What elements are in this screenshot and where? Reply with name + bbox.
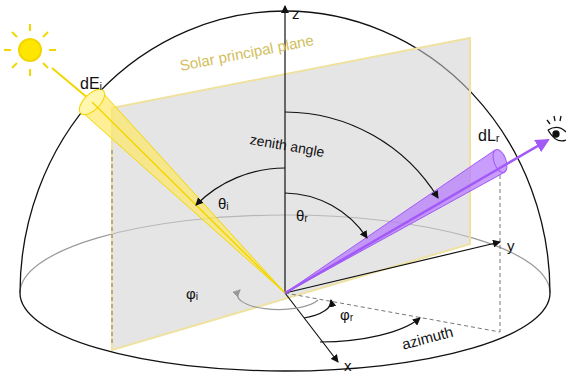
- angle-symbol: θᵢ: [218, 196, 229, 211]
- plane-label: Solar principal plane: [179, 32, 315, 73]
- angle-symbol: φᵢ: [186, 286, 198, 301]
- flux-label: dEᵢ: [80, 76, 102, 92]
- angle-label: azimuth: [400, 324, 455, 352]
- angle-symbol: φᵣ: [340, 307, 353, 322]
- radiance-label: dLᵣ: [478, 128, 500, 144]
- axis-label: y: [507, 238, 515, 253]
- angle-symbol: θᵣ: [296, 208, 308, 223]
- axis-label: z: [292, 6, 300, 21]
- axis-label: x: [344, 358, 352, 373]
